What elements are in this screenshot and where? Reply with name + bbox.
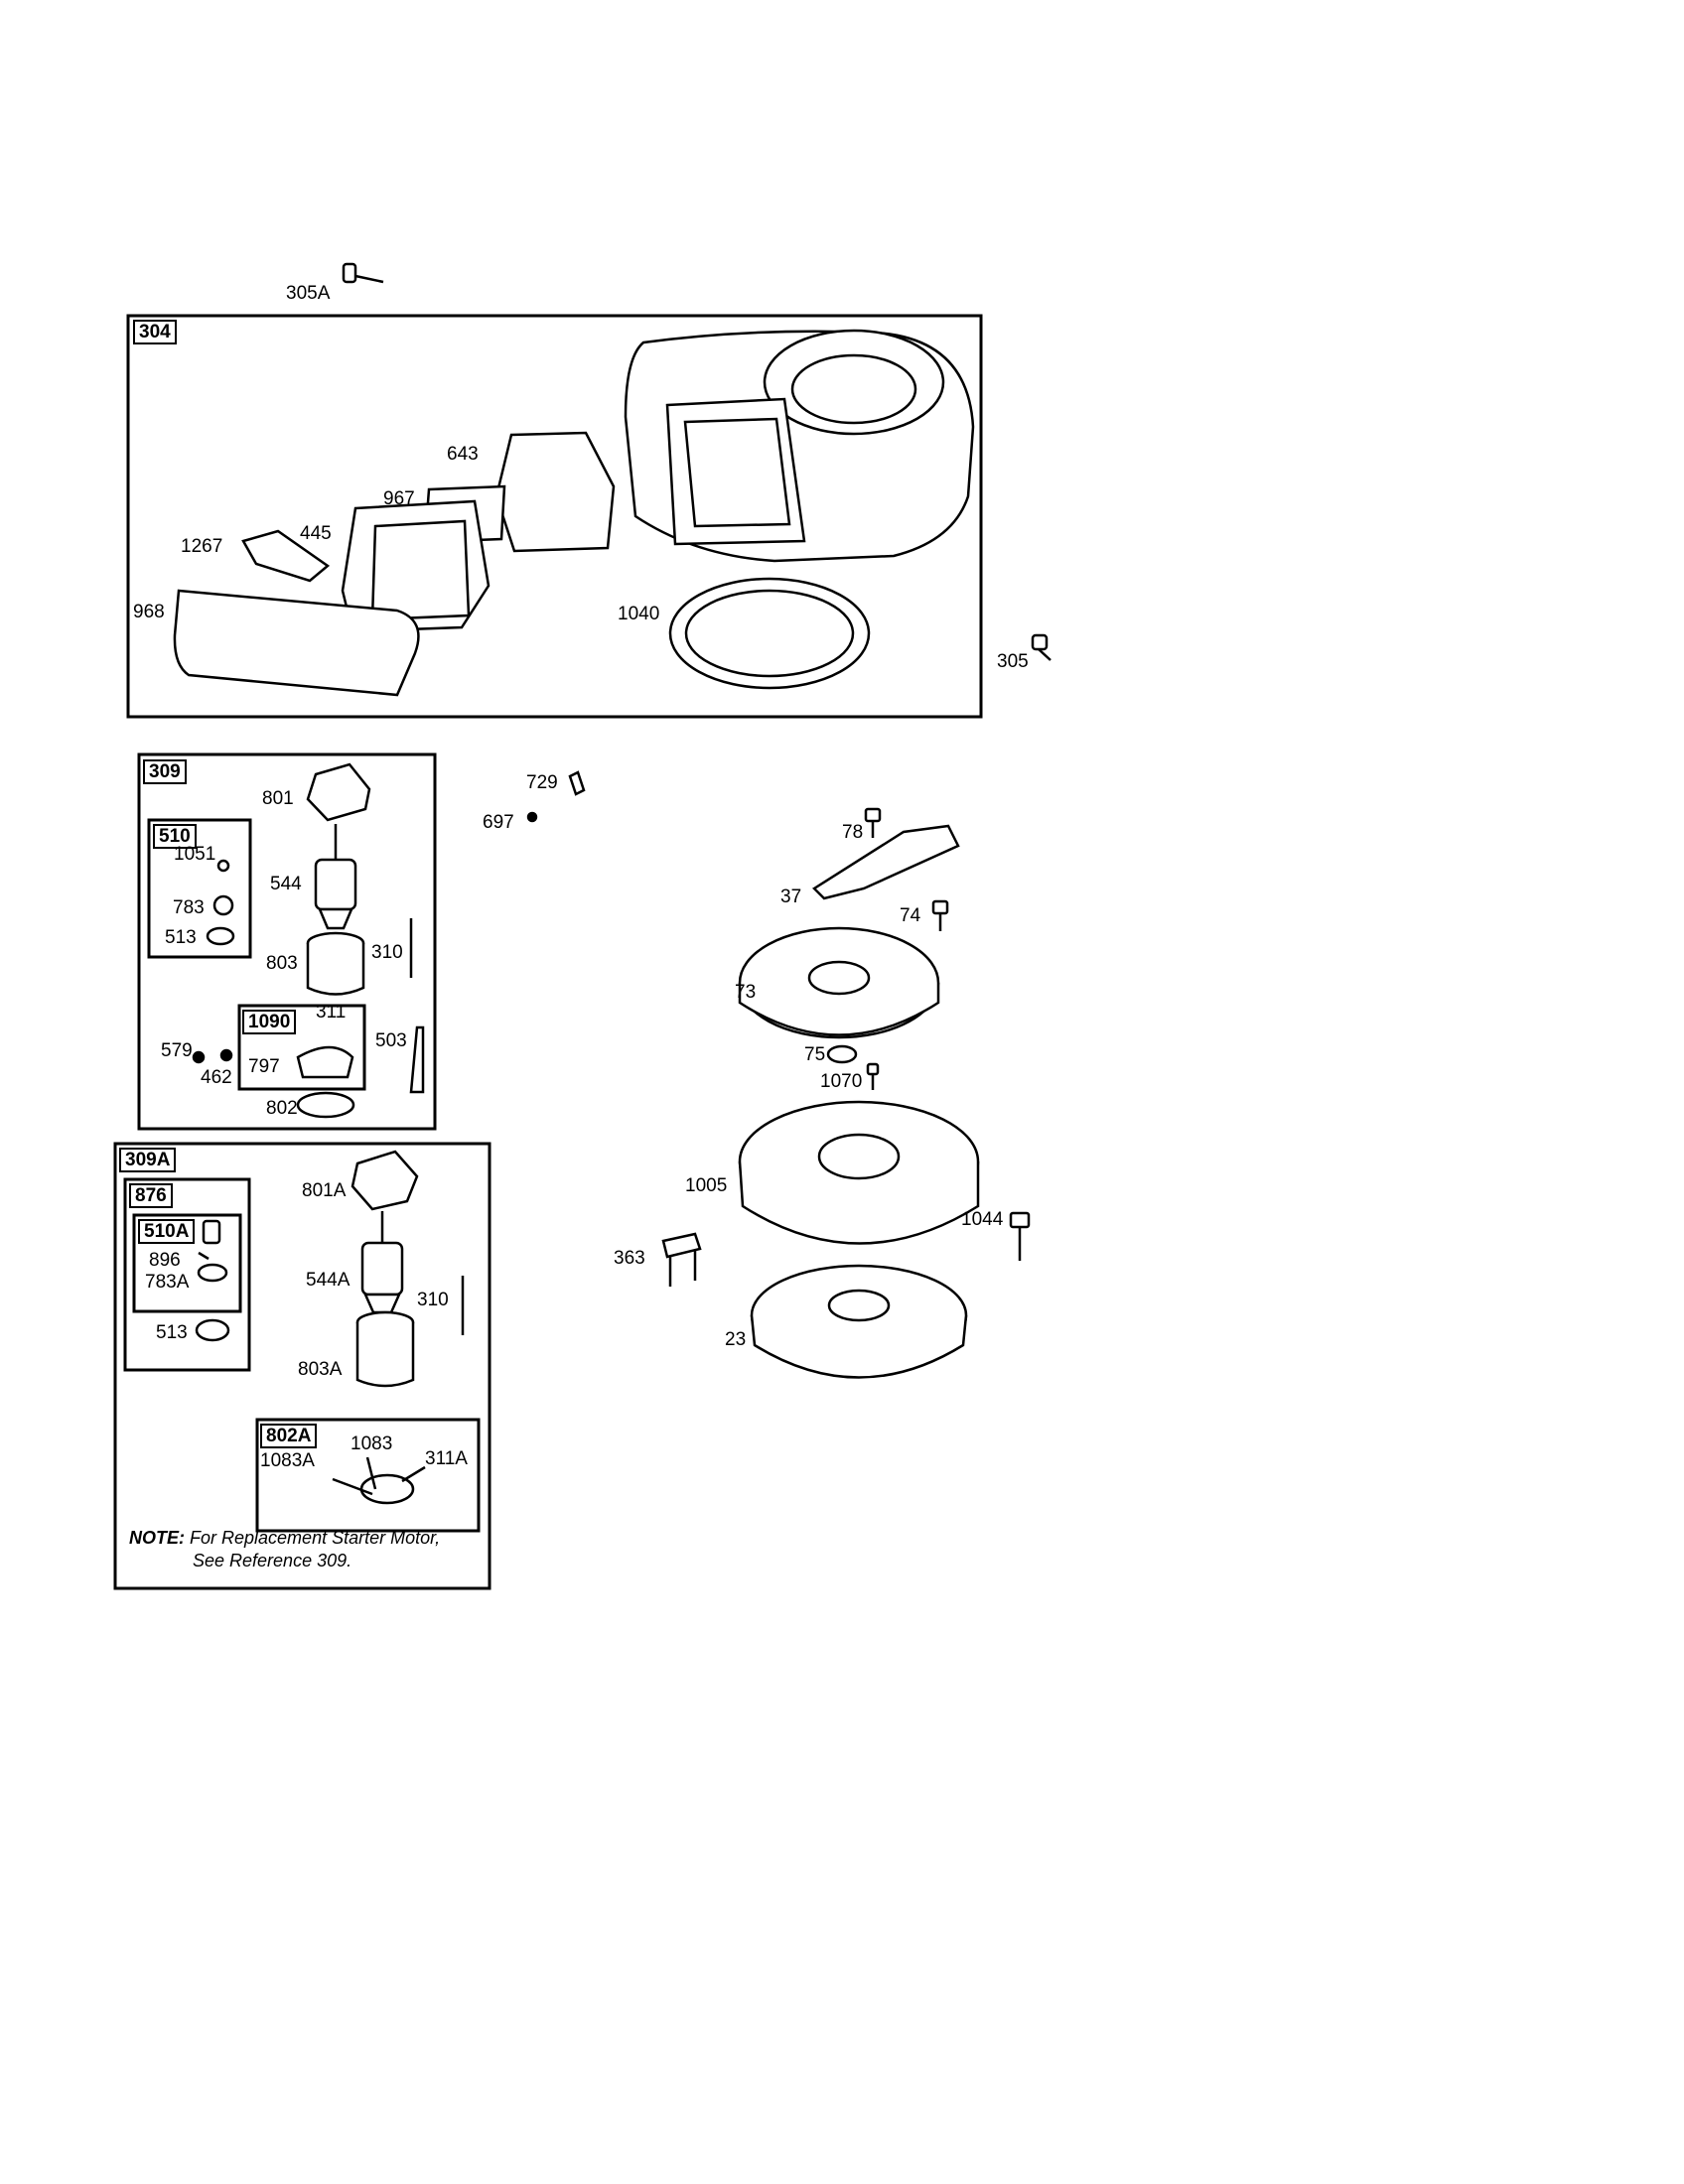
guard-37-shape: [812, 824, 960, 900]
box-802A-frame: [255, 1418, 481, 1533]
label-968: 968: [133, 602, 165, 622]
label-23: 23: [725, 1329, 747, 1350]
label-783A: 783A: [145, 1272, 190, 1293]
note-prefix: NOTE:: [129, 1528, 185, 1548]
label-503: 503: [375, 1030, 407, 1051]
label-803: 803: [266, 953, 298, 974]
box-1090-frame: [237, 1004, 366, 1091]
label-78: 78: [842, 822, 864, 843]
label-1051: 1051: [174, 844, 216, 865]
box-876-tag: 876: [129, 1183, 173, 1208]
fan-1005-shape: [738, 1100, 980, 1245]
box-802A-tag: 802A: [260, 1424, 318, 1448]
part-363-shape: [661, 1232, 702, 1259]
label-579: 579: [161, 1040, 193, 1061]
part-1267-shape: [241, 529, 331, 583]
label-1083: 1083: [351, 1433, 393, 1454]
label-462: 462: [201, 1067, 232, 1088]
label-967: 967: [383, 488, 415, 509]
label-801A: 801A: [302, 1180, 347, 1201]
label-896: 896: [149, 1250, 181, 1271]
label-74: 74: [900, 905, 921, 926]
label-697: 697: [483, 812, 514, 833]
label-310-second: 310: [417, 1290, 449, 1310]
note-line-1: For Replacement Starter Motor,: [190, 1528, 441, 1548]
label-311A: 311A: [425, 1448, 468, 1469]
box-304-tag: 304: [133, 320, 177, 344]
box-876-frame: [123, 1177, 251, 1372]
label-802: 802: [266, 1098, 298, 1119]
box-309-tag: 309: [143, 759, 187, 784]
box-1090-tag: 1090: [242, 1010, 297, 1034]
label-37: 37: [780, 887, 802, 907]
box-309-frame: [137, 752, 437, 1131]
label-513: 513: [165, 927, 197, 948]
housing-803-shape: [306, 931, 365, 996]
label-783: 783: [173, 897, 205, 918]
label-544A: 544A: [306, 1270, 351, 1291]
label-1083A: 1083A: [260, 1450, 315, 1471]
screen-73-shape: [738, 926, 940, 1039]
label-1070: 1070: [820, 1071, 863, 1092]
bolt-305A-shape: [342, 262, 384, 284]
part-801-shape: [306, 762, 371, 822]
label-310: 310: [371, 942, 403, 963]
box-510-tag: 510: [153, 824, 197, 849]
label-311: 311: [316, 1002, 347, 1023]
label-363: 363: [614, 1248, 645, 1269]
label-801: 801: [262, 788, 294, 809]
part-513-shape: [206, 926, 235, 946]
ring-1040-shape: [668, 577, 871, 690]
label-513-second: 513: [156, 1322, 188, 1343]
box-309A-tag: 309A: [119, 1148, 177, 1172]
label-73: 73: [735, 982, 757, 1003]
armature-544-shape: [314, 824, 357, 930]
plate-802-shape: [296, 1091, 355, 1119]
label-75: 75: [804, 1044, 826, 1065]
part-643-shape: [494, 431, 616, 553]
label-305A: 305A: [286, 283, 331, 304]
label-1044: 1044: [961, 1209, 1004, 1230]
label-1040: 1040: [618, 604, 660, 624]
label-1005: 1005: [685, 1175, 728, 1196]
blower-housing-shape: [624, 329, 975, 563]
box-510A-tag: 510A: [138, 1219, 196, 1244]
bracket-503-shape: [409, 1025, 425, 1094]
replacement-note: NOTE: For Replacement Starter Motor, See…: [129, 1527, 440, 1571]
assembly-797-shape: [296, 1045, 354, 1079]
flywheel-23-shape: [750, 1264, 968, 1379]
part-968-shape: [173, 589, 420, 697]
box-510A-frame: [132, 1213, 242, 1313]
label-803A: 803A: [298, 1359, 343, 1380]
label-729: 729: [526, 772, 558, 793]
box-510-frame: [147, 818, 252, 959]
label-1267: 1267: [181, 536, 223, 557]
label-643: 643: [447, 444, 479, 465]
label-797: 797: [248, 1056, 280, 1077]
bolt-305-shape: [1031, 633, 1052, 661]
box-304-frame: [126, 314, 983, 719]
label-305: 305: [997, 651, 1029, 672]
label-445: 445: [300, 523, 332, 544]
box-309A-frame: [113, 1142, 491, 1590]
note-line-2: See Reference 309.: [193, 1550, 352, 1570]
label-544: 544: [270, 874, 302, 894]
part-445-shape: [341, 499, 491, 633]
